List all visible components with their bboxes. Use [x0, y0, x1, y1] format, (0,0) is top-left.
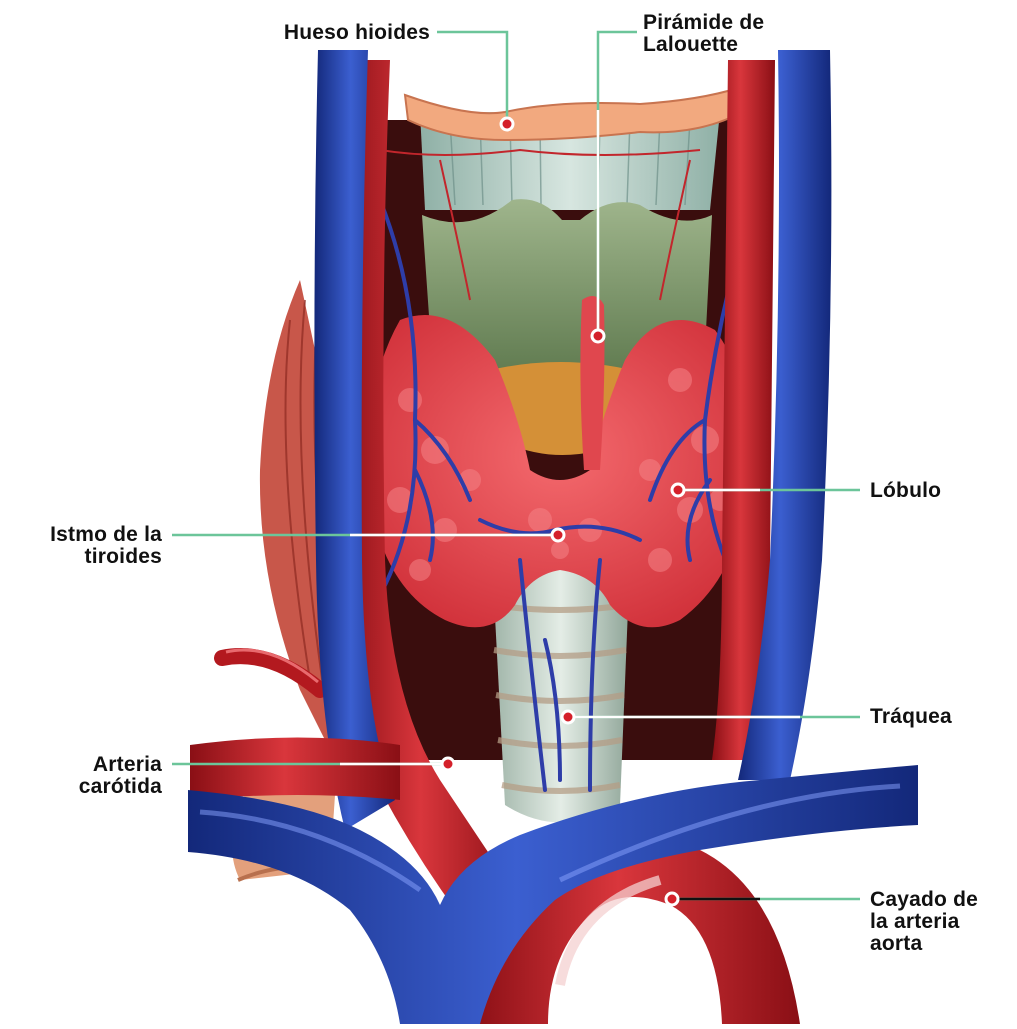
label-arteria-carotida: Arteria carótida	[0, 754, 162, 798]
pin-cayado	[666, 893, 678, 905]
subclavian-artery	[190, 738, 400, 801]
pin-traquea	[562, 711, 574, 723]
label-piramide-de-lalouette: Pirámide de Lalouette	[643, 12, 813, 56]
label-traquea: Tráquea	[870, 706, 990, 728]
pin-piramide	[592, 330, 604, 342]
pin-istmo	[552, 529, 564, 541]
pin-hueso-hioides	[501, 118, 513, 130]
pyramidal-lobe	[580, 296, 604, 470]
pin-arteria-carotida	[442, 758, 454, 770]
label-istmo-de-la-tiroides: Istmo de la tiroides	[0, 524, 162, 568]
label-lobulo: Lóbulo	[870, 480, 990, 502]
label-hueso-hioides: Hueso hioides	[240, 22, 430, 44]
pin-lobulo	[672, 484, 684, 496]
label-cayado-de-la-arteria-aorta: Cayado de la arteria aorta	[870, 889, 1010, 955]
